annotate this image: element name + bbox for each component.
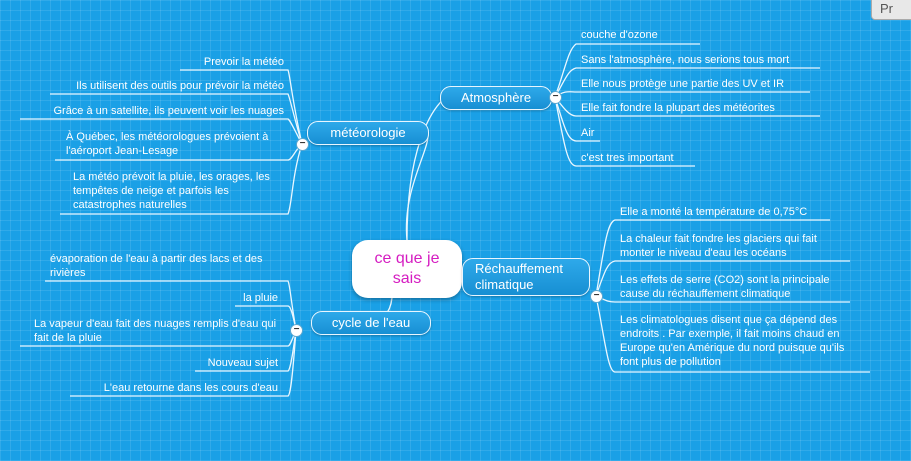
cycle-item[interactable]: La vapeur d'eau fait des nuages remplis …	[34, 318, 277, 344]
atmosphere-item[interactable]: Elle nous protège une partie des UV et I…	[581, 78, 785, 90]
meteo-item[interactable]: À Québec, les météorologues prévoient à …	[66, 131, 269, 157]
atmosphere-item[interactable]: couche d'ozone	[581, 29, 658, 41]
cycle-item[interactable]: évaporation de l'eau à partir des lacs e…	[50, 253, 263, 279]
collapse-toggle-meteorologie[interactable]: −	[296, 138, 309, 151]
collapse-toggle-cycle-eau[interactable]: −	[290, 324, 303, 337]
collapse-toggle-atmosphere[interactable]: −	[549, 91, 562, 104]
atmosphere-item[interactable]: Air	[581, 127, 595, 139]
rechauffement-item[interactable]: Les climatologues disent que ça dépend d…	[620, 314, 845, 368]
branch-cycle-eau[interactable]: cycle de l'eau	[311, 311, 431, 335]
atmosphere-item[interactable]: Elle fait fondre la plupart des météorit…	[581, 102, 775, 114]
rechauffement-item[interactable]: La chaleur fait fondre les glaciers qui …	[620, 233, 817, 259]
meteo-item[interactable]: Ils utilisent des outils pour prévoir la…	[76, 80, 284, 92]
branch-atmosphere[interactable]: Atmosphère	[440, 86, 552, 110]
central-topic[interactable]: ce que je sais	[352, 240, 462, 298]
top-right-button[interactable]: Pr	[871, 0, 911, 20]
meteo-item[interactable]: Grâce à un satellite, ils peuvent voir l…	[53, 105, 284, 117]
branch-rechauffement[interactable]: Réchauffement climatique	[462, 258, 590, 296]
atmosphere-item[interactable]: c'est tres important	[581, 152, 674, 164]
branch-meteorologie[interactable]: météorologie	[307, 121, 429, 145]
collapse-toggle-rechauffement[interactable]: −	[590, 290, 603, 303]
rechauffement-item[interactable]: Les effets de serre (CO2) sont la princi…	[620, 274, 830, 300]
atmosphere-item[interactable]: Sans l'atmosphère, nous serions tous mor…	[581, 54, 790, 66]
meteo-item[interactable]: Prevoir la météo	[203, 56, 284, 68]
meteo-item[interactable]: La météo prévoit la pluie, les orages, l…	[73, 171, 270, 211]
rechauffement-item[interactable]: Elle a monté la température de 0,75°C	[620, 206, 808, 218]
cycle-item[interactable]: la pluie	[243, 292, 278, 304]
cycle-item[interactable]: Nouveau sujet	[207, 357, 278, 369]
cycle-item[interactable]: L'eau retourne dans les cours d'eau	[103, 382, 278, 394]
